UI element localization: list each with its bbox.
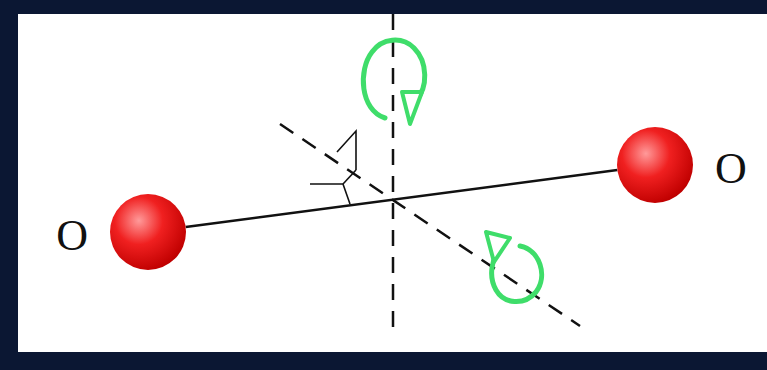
oxygen-atom: O bbox=[110, 194, 186, 270]
oxygen-atom: O bbox=[617, 127, 693, 203]
bond-line bbox=[186, 170, 618, 227]
atom-label: O bbox=[56, 214, 88, 258]
atom-label: O bbox=[715, 147, 747, 191]
